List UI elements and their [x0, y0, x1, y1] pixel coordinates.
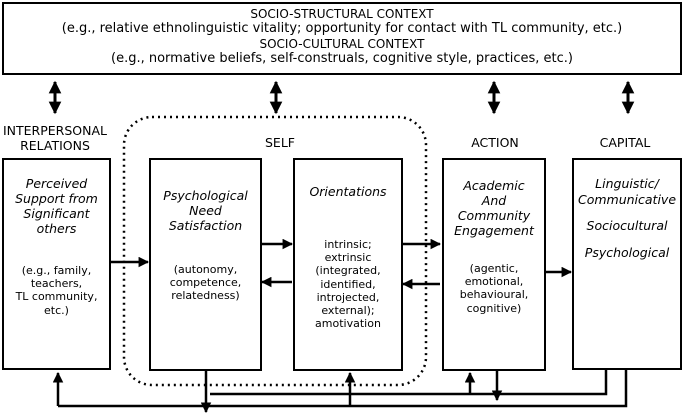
support-title-line: others: [36, 221, 77, 236]
header-self: SELF: [265, 135, 295, 150]
capital-line: Psychological: [584, 244, 670, 260]
context-box: SOCIO-STRUCTURAL CONTEXT (e.g., relative…: [2, 2, 682, 75]
socio-cultural-title: SOCIO-CULTURAL CONTEXT: [259, 36, 425, 51]
orientations-detail-line: extrinsic: [324, 251, 372, 265]
engagement-title-line: And: [481, 193, 507, 208]
engagement-title-line: Engagement: [454, 223, 534, 238]
orientations-detail-line: amotivation: [315, 317, 381, 331]
engagement-detail-line: emotional,: [464, 275, 524, 289]
engagement-detail-line: cognitive): [466, 301, 522, 315]
capital-line: Linguistic/: [595, 176, 659, 191]
orientations-detail-line: (integrated,: [315, 264, 381, 278]
capital-title: Linguistic/ Communicative Sociocultural …: [574, 176, 680, 261]
support-detail-line: (e.g., family,: [21, 264, 92, 277]
orientations-box: Orientations intrinsic; extrinsic (integ…: [293, 158, 403, 371]
orientations-details: intrinsic; extrinsic (integrated, identi…: [295, 238, 401, 330]
orientations-title-line: Orientations: [309, 184, 387, 199]
need-detail-line: (autonomy,: [173, 263, 238, 276]
capital-box: Linguistic/ Communicative Sociocultural …: [572, 158, 682, 370]
capital-spacer: [574, 234, 680, 245]
capital-line: Sociocultural: [586, 218, 668, 234]
engagement-details: (agentic, emotional, behavioural, cognit…: [444, 262, 544, 315]
perceived-support-box: Perceived Support from Significant other…: [2, 158, 111, 370]
support-detail-line: etc.): [44, 303, 69, 317]
engagement-title-line: Academic: [463, 178, 525, 193]
capital-line: Communicative: [577, 191, 677, 207]
capital-spacer: [574, 207, 680, 218]
support-detail-line: teachers,: [30, 277, 83, 291]
need-title: Psychological Need Satisfaction: [151, 188, 260, 233]
need-title-line: Psychological: [163, 188, 248, 203]
header-action: ACTION: [471, 135, 519, 150]
orientations-detail-line: identified,: [320, 277, 376, 291]
engagement-title-line: Community: [457, 208, 531, 223]
context-text: SOCIO-STRUCTURAL CONTEXT (e.g., relative…: [4, 7, 680, 66]
need-title-line: Need: [189, 203, 222, 218]
orientations-detail-line: intrinsic;: [324, 238, 372, 251]
orientations-detail-line: introjected,: [316, 290, 380, 304]
engagement-detail-line: (agentic,: [469, 262, 519, 275]
orientations-detail-line: external);: [321, 303, 375, 317]
need-details: (autonomy, competence, relatedness): [151, 263, 260, 303]
need-detail-line: relatedness): [171, 289, 240, 303]
header-interpersonal-line1: INTERPERSONAL: [2, 123, 108, 138]
engagement-title: Academic And Community Engagement: [444, 178, 544, 238]
feedback-line-capital-right: [58, 368, 628, 408]
socio-structural-title: SOCIO-STRUCTURAL CONTEXT: [250, 7, 434, 21]
header-interpersonal-line2: RELATIONS: [20, 138, 90, 153]
psychological-need-box: Psychological Need Satisfaction (autonom…: [149, 158, 262, 371]
feedback-line-capital-left: [210, 368, 608, 396]
orientations-title: Orientations: [295, 184, 401, 199]
engagement-box: Academic And Community Engagement (agent…: [442, 158, 546, 371]
support-title-line: Perceived: [25, 176, 88, 191]
support-title-line: Significant: [23, 206, 90, 221]
perceived-support-title: Perceived Support from Significant other…: [4, 176, 109, 236]
header-interpersonal-relations: INTERPERSONAL RELATIONS: [0, 123, 110, 153]
socio-cultural-examples: (e.g., normative beliefs, self-construal…: [111, 50, 573, 66]
socio-structural-examples: (e.g., relative ethnolinguistic vitality…: [61, 20, 623, 36]
need-detail-line: competence,: [169, 276, 242, 290]
perceived-support-details: (e.g., family, teachers, TL community, e…: [4, 264, 109, 317]
support-detail-line: TL community,: [15, 290, 98, 304]
support-title-line: Support from: [15, 191, 98, 206]
header-capital: CAPITAL: [599, 135, 651, 150]
need-title-line: Satisfaction: [168, 218, 243, 233]
engagement-detail-line: behavioural,: [459, 288, 529, 302]
